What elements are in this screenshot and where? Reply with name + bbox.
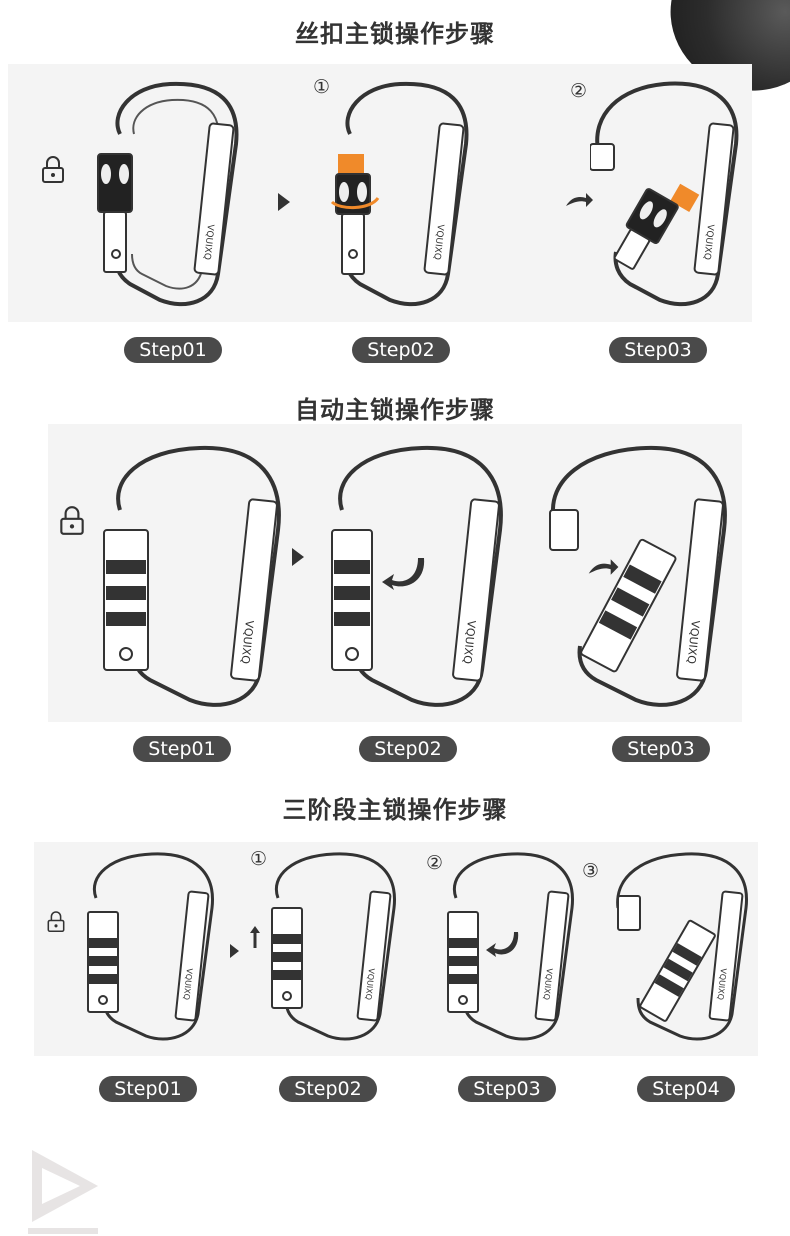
carabiner-screw-step01: VQUIXQ [97, 81, 239, 307]
svg-text:VQUIXQ: VQUIXQ [364, 968, 376, 1001]
step-note-3-1: ① [250, 848, 268, 870]
carabiner-screw-step02: VQUIXQ [330, 81, 469, 307]
section-title-auto-lock: 自动主锁操作步骤 [295, 396, 495, 424]
brand-logo [28, 1150, 98, 1234]
svg-text:VQUIXQ: VQUIXQ [201, 224, 215, 261]
lock-icon [58, 505, 86, 541]
step-label-s3-1: Step01 [99, 1076, 197, 1102]
carabiner-3stage-step01: VQUIXQ [87, 852, 214, 1041]
svg-text:VQUIXQ: VQUIXQ [716, 968, 728, 1001]
section-title-three-stage-lock: 三阶段主锁操作步骤 [282, 796, 508, 824]
step-note-3-3: ③ [582, 860, 600, 882]
step-label-s3-2: Step02 [279, 1076, 377, 1102]
carabiner-3stage-step04: VQUIXQ [616, 852, 748, 1041]
carabiner-screw-step03: VQUIXQ [590, 81, 739, 307]
play-arrow-icon [292, 548, 304, 566]
step-label-s1-3: Step03 [609, 337, 707, 363]
carabiner-auto-step03: VQUIXQ [549, 445, 727, 707]
play-arrow-icon [230, 944, 239, 958]
step-label-s2-2: Step02 [359, 736, 457, 762]
step-note-1: ① [313, 76, 331, 98]
rotate-arrow-icon [486, 932, 519, 957]
svg-text:VQUIXQ: VQUIXQ [238, 620, 256, 665]
section-title-screw-lock: 丝扣主锁操作步骤 [295, 20, 495, 48]
svg-text:VQUIXQ: VQUIXQ [460, 620, 478, 665]
section-panel-3 [34, 842, 758, 1056]
curved-arrow-icon [564, 190, 594, 214]
svg-text:VQUIXQ: VQUIXQ [701, 224, 715, 261]
carabiner-auto-step02: VQUIXQ [331, 445, 503, 707]
step-label-s3-3: Step03 [458, 1076, 556, 1102]
step-note-2: ② [570, 80, 588, 102]
up-arrow-icon [250, 926, 260, 952]
curved-arrow-icon [586, 556, 620, 582]
step-note-3-2: ② [426, 852, 444, 874]
step-label-s1-2: Step02 [352, 337, 450, 363]
step-label-s2-1: Step01 [133, 736, 231, 762]
lock-icon [46, 910, 66, 938]
svg-text:VQUIXQ: VQUIXQ [182, 968, 194, 1001]
rotate-arrow-icon [382, 558, 425, 590]
lock-icon [40, 155, 66, 189]
step-label-s3-4: Step04 [637, 1076, 735, 1102]
play-arrow-icon [278, 193, 290, 211]
carabiner-3stage-step02: VQUIXQ [271, 852, 396, 1041]
svg-text:VQUIXQ: VQUIXQ [684, 620, 702, 665]
step-label-s2-3: Step03 [612, 736, 710, 762]
carabiner-auto-step01: VQUIXQ [103, 445, 281, 707]
svg-text:VQUIXQ: VQUIXQ [542, 968, 554, 1001]
svg-text:VQUIXQ: VQUIXQ [431, 224, 445, 261]
carabiner-3stage-step03: VQUIXQ [447, 852, 574, 1041]
step-label-s1-1: Step01 [124, 337, 222, 363]
